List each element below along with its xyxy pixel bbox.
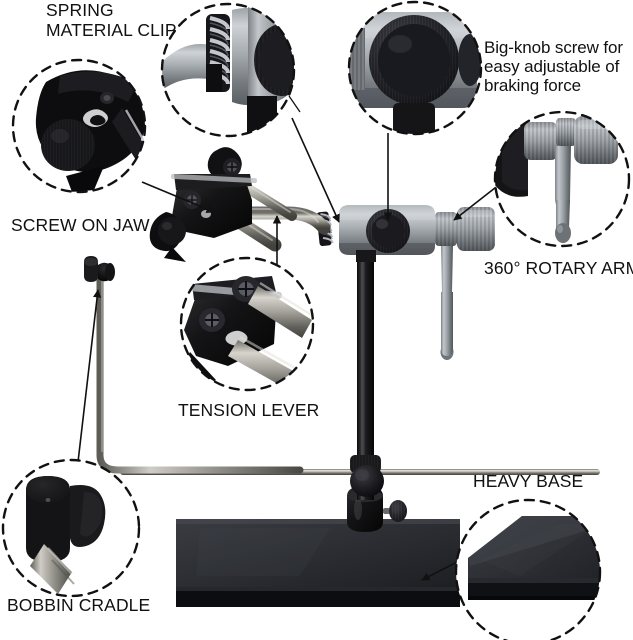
brake-knob[interactable] (366, 209, 410, 253)
leader-heavy-base (421, 560, 460, 581)
main-assembly (84, 147, 600, 607)
callout-rotary-arm (493, 110, 631, 248)
label-rotary-arm: 360° ROTARY ARM (484, 258, 633, 278)
label-screw-on-jaw: SCREW ON JAW (11, 215, 150, 235)
label-big-knob-screw: Big-knob screw for easy adjustable of br… (484, 38, 623, 96)
height-clamp-knob[interactable] (350, 455, 384, 497)
leader-rotary-arm (453, 183, 501, 221)
base-plate (176, 519, 460, 607)
leader-spring-clip (291, 117, 340, 223)
bobbin-spool-head (84, 256, 115, 282)
callout-heavy-base (454, 498, 602, 640)
label-spring-material-clip: SPRING MATERIAL CLIP (46, 0, 177, 40)
base-lock-knob[interactable] (383, 500, 407, 522)
leader-spring-clip-tail (288, 95, 301, 113)
tension-lever[interactable] (149, 173, 257, 262)
leader-lines (77, 95, 501, 581)
callout-bobbin-cradle (1, 458, 141, 598)
callout-big-knob-screw (347, 0, 483, 136)
jaw-head (207, 147, 242, 182)
knurled-collar[interactable] (435, 212, 457, 246)
leader-bobbin-cradle (77, 289, 102, 463)
vertical-post (357, 258, 374, 500)
label-heavy-base: HEAVY BASE (473, 471, 584, 491)
callout-spring-material-clip (160, 2, 296, 138)
rotary-handle[interactable] (440, 207, 496, 360)
label-tension-lever: TENSION LEVER (178, 400, 320, 420)
bobbin-cradle-arm (84, 256, 304, 474)
callout-screw-on-jaw (11, 58, 147, 194)
leader-screw-on-jaw (141, 181, 215, 213)
label-bobbin-cradle: BOBBIN CRADLE (7, 595, 151, 615)
callout-tension-lever (179, 256, 315, 392)
